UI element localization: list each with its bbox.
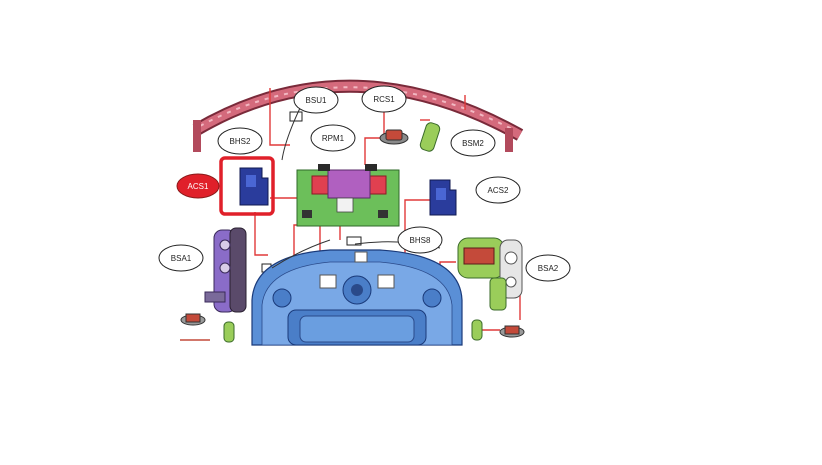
front-bumper bbox=[192, 79, 524, 152]
rcs1-sensor bbox=[379, 129, 409, 145]
label-rpm1: RPM1 bbox=[310, 124, 356, 152]
svg-text:RPM1: RPM1 bbox=[322, 134, 345, 143]
left-small-parts bbox=[180, 313, 235, 343]
svg-text:BSA1: BSA1 bbox=[171, 254, 192, 263]
label-bsa2: BSA2 bbox=[525, 254, 571, 282]
bsa2-motor bbox=[457, 237, 523, 311]
label-rcs1: RCS1 bbox=[361, 85, 407, 113]
label-acs1: ACS1 bbox=[176, 173, 220, 199]
svg-text:BSM2: BSM2 bbox=[462, 139, 484, 148]
acs1-highlight-box bbox=[219, 156, 275, 216]
label-bhs8: BHS8 bbox=[397, 226, 443, 254]
svg-text:BHS2: BHS2 bbox=[230, 137, 251, 146]
label-acs2: ACS2 bbox=[475, 176, 521, 204]
base-housing bbox=[251, 249, 463, 346]
svg-text:ACS1: ACS1 bbox=[188, 182, 209, 191]
label-bsu1: BSU1 bbox=[293, 86, 339, 114]
acs2-sensor bbox=[429, 179, 457, 216]
label-bhs2: BHS2 bbox=[217, 127, 263, 155]
svg-text:BHS8: BHS8 bbox=[410, 236, 431, 245]
main-board bbox=[296, 164, 400, 227]
label-bsa1: BSA1 bbox=[158, 244, 204, 272]
label-bsm2: BSM2 bbox=[450, 129, 496, 157]
acs1-sensor bbox=[239, 167, 269, 206]
svg-text:BSA2: BSA2 bbox=[538, 264, 559, 273]
svg-text:RCS1: RCS1 bbox=[373, 95, 395, 104]
right-small-parts bbox=[471, 319, 525, 341]
svg-text:ACS2: ACS2 bbox=[488, 186, 509, 195]
svg-text:BSU1: BSU1 bbox=[306, 96, 327, 105]
bsm2-part bbox=[419, 122, 441, 152]
bsa1-bracket bbox=[204, 227, 247, 313]
